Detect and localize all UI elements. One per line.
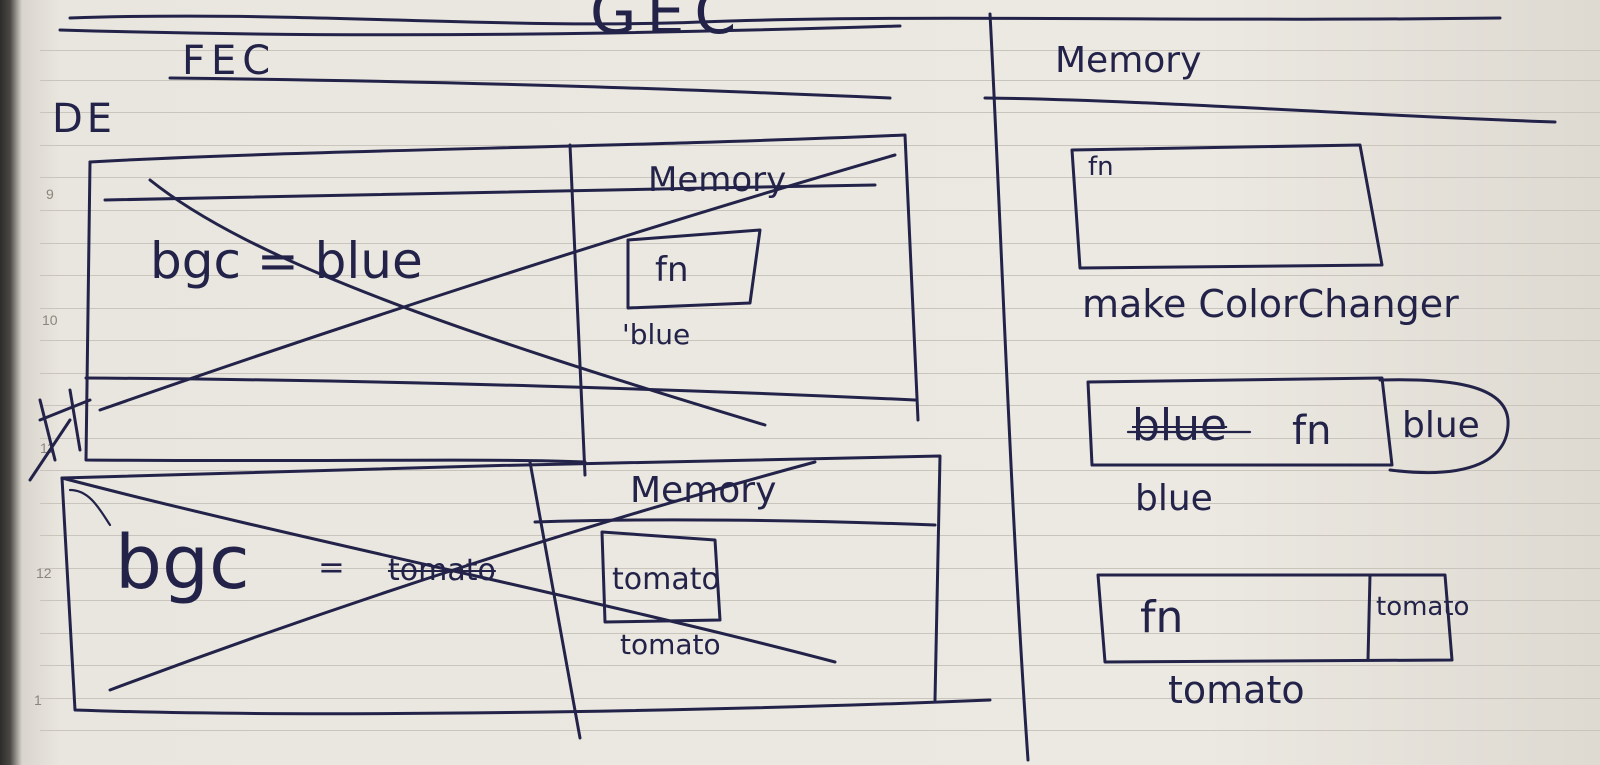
margin-number-9: 9 (46, 186, 54, 202)
frame2-assign: = (318, 548, 345, 586)
right-memory-underline (983, 96, 1557, 124)
header-line-2 (58, 24, 902, 37)
right-tomato-below: tomato (1168, 668, 1305, 712)
right-tomato-box (1096, 573, 1454, 664)
frame1-memory-value: 'blue (622, 318, 691, 351)
frame2-top-right (60, 454, 942, 702)
frame1-code: bgc = blue (150, 232, 423, 290)
right-blue-box-fn: fn (1292, 408, 1332, 454)
gec-label: GEC (590, 0, 747, 48)
right-fn-box-label: fn (1088, 152, 1114, 182)
margin-number-12: 12 (36, 565, 52, 581)
frame1-memory-box-label: fn (655, 250, 689, 290)
frame2-code-value: tomato (388, 553, 496, 588)
frame1-divider (568, 143, 587, 477)
de-label: DE (52, 96, 117, 142)
frame2-memory-box-label: tomato (612, 562, 720, 597)
main-divider (988, 12, 1030, 762)
frame1-bottom-line (84, 376, 917, 402)
right-blue-below: blue (1135, 478, 1213, 519)
right-tomato-bubble-label: tomato (1376, 592, 1470, 622)
frame2-memory-value: tomato (620, 628, 721, 661)
frame2-left-bottom (60, 476, 992, 716)
frame1-left-bottom (84, 160, 587, 464)
frame1-cross-a (148, 178, 767, 427)
frame1-header-line (103, 183, 877, 202)
right-fn-box (1070, 143, 1384, 270)
right-tomato-box-fn: fn (1140, 592, 1184, 643)
right-blue-bubble (1378, 378, 1510, 475)
frame2-cross-b (108, 460, 817, 692)
right-caption: make ColorChanger (1082, 282, 1459, 326)
frame1-memory-title: Memory (648, 160, 787, 200)
right-blue-box (1086, 376, 1394, 467)
fec-label: FEC (182, 38, 277, 84)
frame2-memory-title: Memory (630, 470, 777, 511)
frame2-header-line (533, 518, 937, 527)
frame1-cross-b (98, 153, 897, 412)
right-memory-title: Memory (1055, 40, 1202, 81)
frame1-top-right (88, 133, 920, 422)
frame1-memory-box (626, 228, 762, 310)
frame2-arrow (68, 488, 112, 527)
frame1-scribble (28, 388, 92, 482)
right-blue-box-struck: blue (1132, 400, 1228, 451)
right-blue-bubble-label: blue (1402, 405, 1480, 446)
margin-number-10: 10 (42, 312, 58, 328)
frame2-code-var: bgc (115, 520, 250, 606)
right-tomato-divider (1366, 573, 1372, 662)
frame2-divider (528, 460, 582, 740)
margin-number-1: 1 (34, 692, 42, 708)
header-line-top (68, 14, 1502, 26)
frame2-memory-box (600, 530, 722, 624)
header-line-fec (168, 76, 892, 100)
